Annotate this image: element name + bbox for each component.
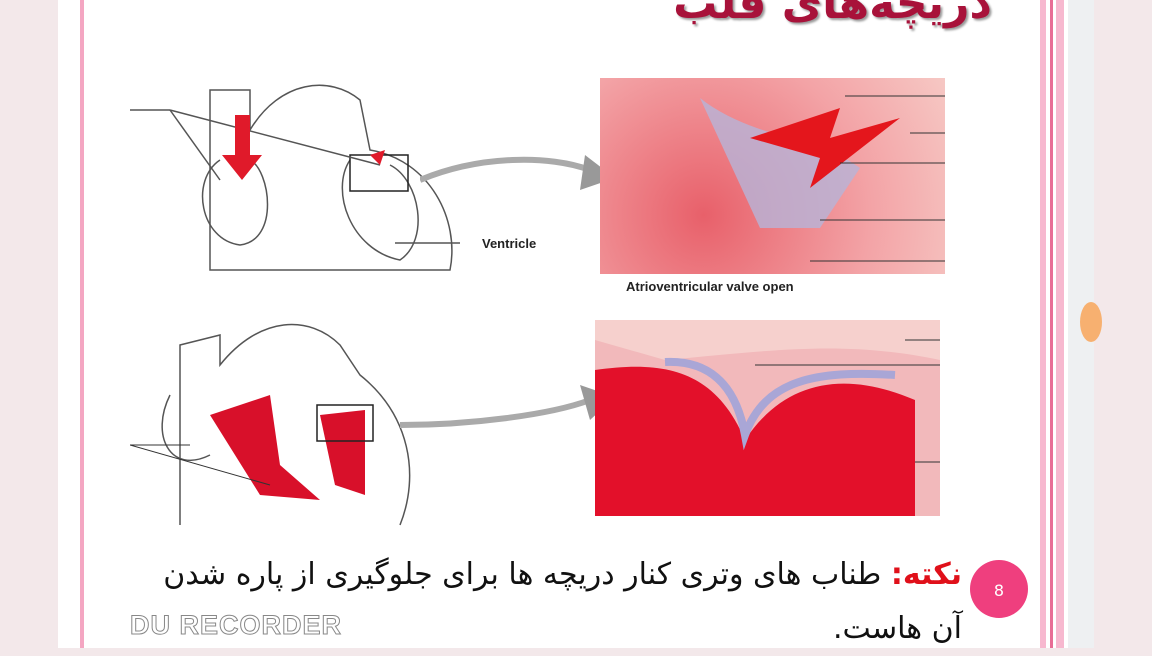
arrow-icon — [420, 155, 615, 190]
page-number-badge: 8 — [970, 560, 1028, 618]
note-text: طناب های وتری کنار دریچه ها برای جلوگیری… — [163, 557, 962, 646]
arrow-icon — [400, 385, 615, 428]
side-handle[interactable] — [1080, 302, 1102, 342]
slide-title: دریچه‌های قلب — [673, 0, 992, 29]
heart-diagram-closed — [130, 323, 411, 526]
note-paragraph: نکته: طناب های وتری کنار دریچه ها برای ج… — [132, 548, 962, 656]
valve-open-photo — [600, 78, 945, 274]
valve-closed-photo — [595, 320, 940, 516]
right-stripe — [1040, 0, 1046, 648]
right-stripe — [1056, 0, 1064, 648]
recorder-watermark: DU RECORDER — [129, 610, 343, 641]
heart-diagram-open — [130, 84, 460, 271]
note-keyword: نکته: — [890, 557, 962, 592]
left-stripe — [80, 0, 84, 648]
right-stripe — [1050, 0, 1053, 648]
ventricle-label: Ventricle — [482, 236, 537, 251]
av-valve-open-label: Atrioventricular valve open — [626, 279, 794, 294]
